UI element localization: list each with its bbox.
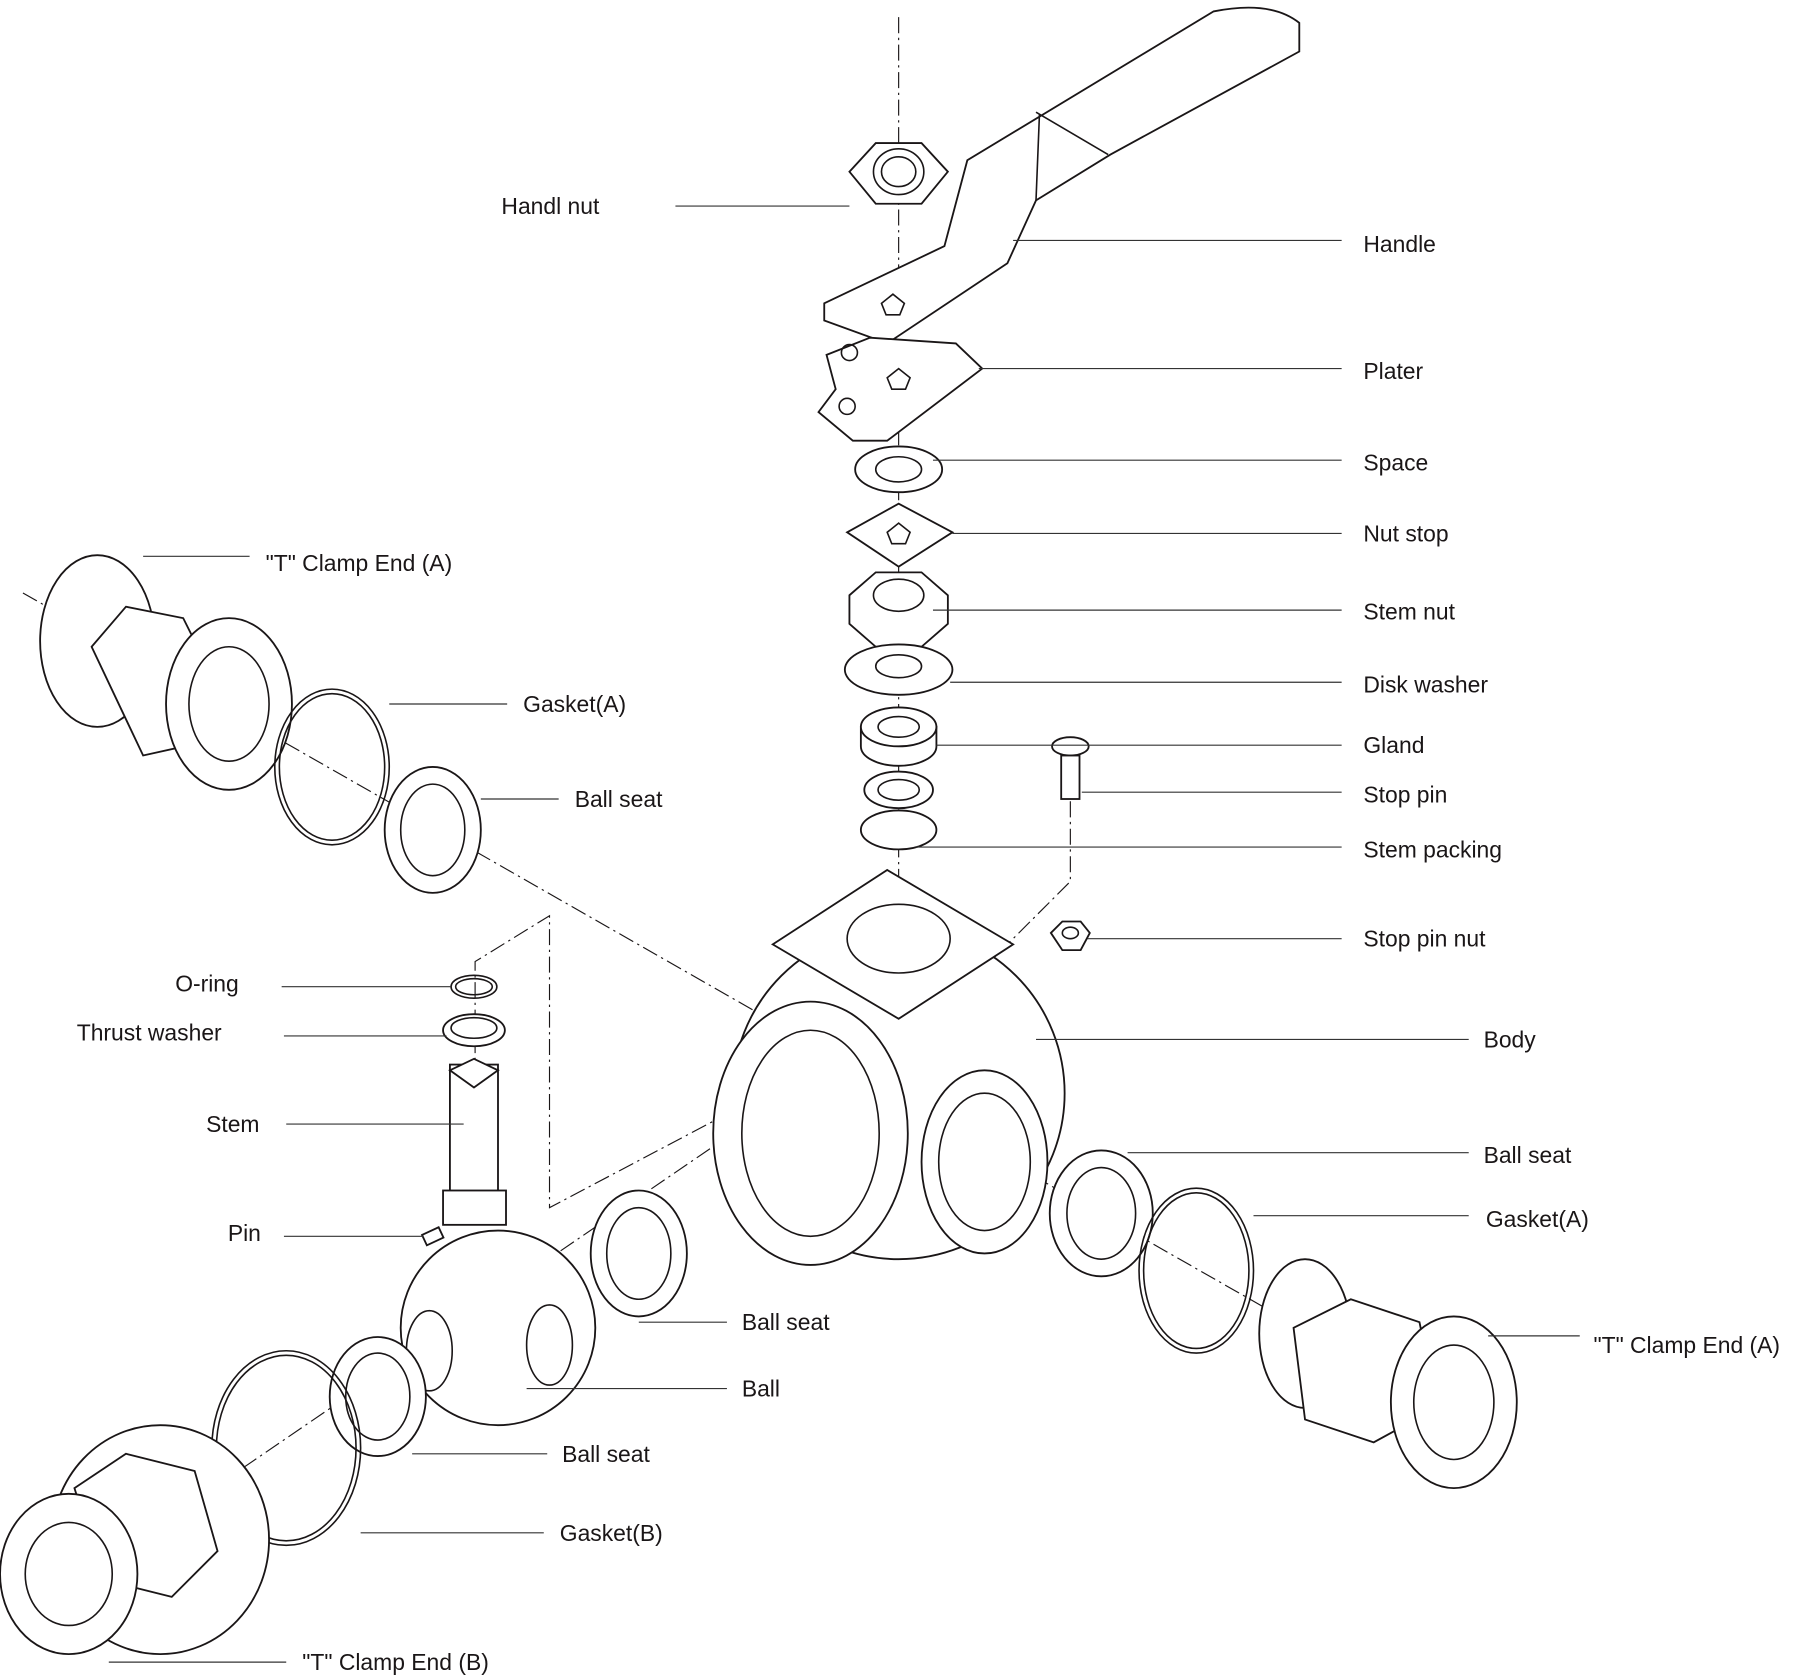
label-handle: Handle — [1363, 231, 1436, 257]
label-body: Body — [1484, 1026, 1537, 1052]
label-pin: Pin — [228, 1220, 261, 1246]
label-stem: Stem — [206, 1111, 259, 1137]
handle-part — [823, 6, 1301, 345]
label-plater: Plater — [1363, 358, 1423, 384]
label-ball-seat-lower: Ball seat — [562, 1441, 650, 1467]
label-stem-nut: Stem nut — [1363, 598, 1455, 624]
label-stop-pin-nut: Stop pin nut — [1363, 926, 1486, 952]
stop-pin-nut-part — [1049, 920, 1091, 952]
label-nut-stop: Nut stop — [1363, 520, 1448, 546]
t-clamp-end-b-part — [0, 1424, 270, 1656]
stem-part — [442, 1057, 507, 1226]
o-ring-part — [450, 974, 498, 999]
label-o-ring: O-ring — [175, 970, 239, 996]
space-part — [854, 445, 944, 494]
label-space: Space — [1363, 449, 1428, 475]
gland-part — [859, 706, 938, 767]
leader-lines — [108, 205, 1580, 1663]
disk-washer-part — [843, 643, 954, 696]
label-stop-pin: Stop pin — [1363, 781, 1447, 807]
ball-seat-center-part — [589, 1189, 688, 1318]
label-ball: Ball — [742, 1376, 780, 1402]
label-thrust-washer: Thrust washer — [77, 1020, 222, 1046]
label-gasket-b: Gasket(B) — [560, 1520, 663, 1546]
ball-seat-right-part — [1048, 1149, 1154, 1278]
label-ball-seat-right: Ball seat — [1484, 1142, 1572, 1168]
handle-nut-part — [848, 142, 950, 205]
thrust-washer-part — [442, 1013, 506, 1048]
t-clamp-end-a-left-part — [39, 554, 293, 791]
label-stem-packing: Stem packing — [1363, 836, 1502, 862]
stem-packing-part — [859, 770, 938, 851]
nut-stop-part — [845, 502, 955, 568]
ball-seat-left-part — [383, 766, 482, 894]
gasket-a-left-part — [273, 688, 391, 846]
label-disk-washer: Disk washer — [1363, 672, 1488, 698]
label-handl-nut: Handl nut — [501, 193, 600, 219]
stop-pin-part — [1051, 736, 1090, 800]
t-clamp-end-a-right-part — [1258, 1258, 1518, 1490]
gasket-a-right-part — [1138, 1187, 1255, 1354]
label-gasket-a-left: Gasket(A) — [523, 691, 626, 717]
label-ball-seat-center: Ball seat — [742, 1309, 830, 1335]
label-t-clamp-end-a-left: "T" Clamp End (A) — [266, 550, 453, 576]
stem-nut-part — [848, 571, 949, 648]
label-gasket-a-right: Gasket(A) — [1486, 1206, 1589, 1232]
pin-part — [420, 1226, 445, 1247]
ball-part — [399, 1229, 597, 1427]
body-part — [712, 868, 1066, 1266]
label-t-clamp-end-b: "T" Clamp End (B) — [302, 1649, 489, 1675]
label-t-clamp-end-a-right: "T" Clamp End (A) — [1593, 1332, 1780, 1358]
plater-part — [817, 336, 984, 442]
label-gland: Gland — [1363, 732, 1424, 758]
label-ball-seat-left: Ball seat — [575, 786, 663, 812]
